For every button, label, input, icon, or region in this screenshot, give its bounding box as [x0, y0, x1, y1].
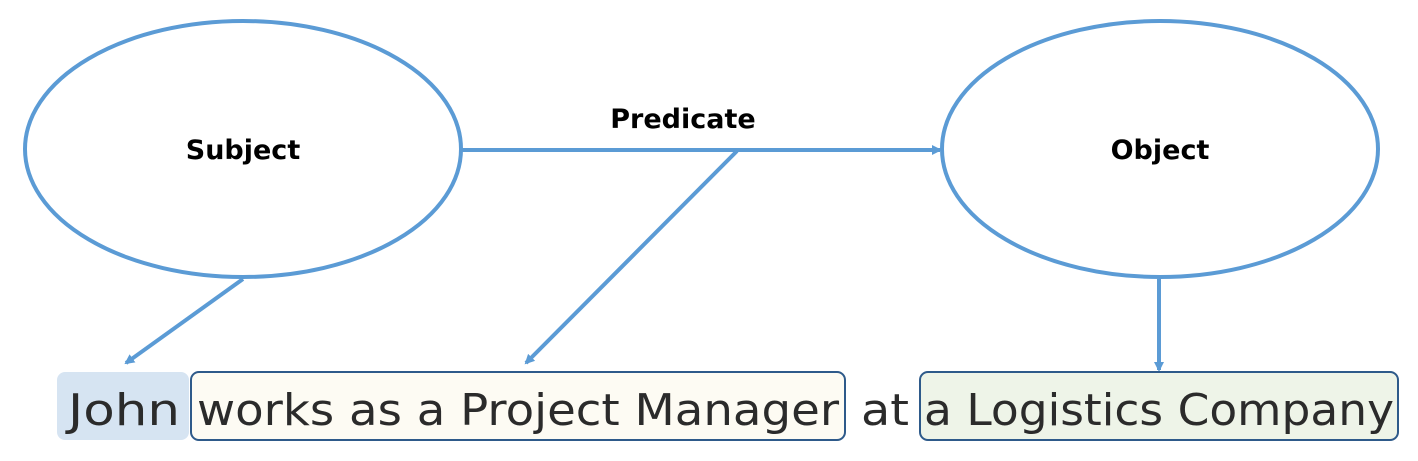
predicate-mapping-arrow: [524, 149, 739, 365]
object-label: Object: [1111, 135, 1210, 166]
predicate-highlight-box: [190, 371, 846, 441]
sentence-predicate: works as a Project Manager: [197, 385, 840, 436]
sentence-object: a Logistics Company: [924, 385, 1394, 436]
object-highlight-box: [919, 371, 1399, 441]
object-node: [940, 19, 1380, 279]
subject-label: Subject: [186, 135, 301, 166]
predicate-label: Predicate: [610, 104, 755, 135]
sentence-connector: at: [861, 385, 909, 436]
sentence-subject: John: [64, 385, 180, 436]
subject-highlight: [57, 372, 189, 440]
subject-mapping-arrow: [124, 277, 245, 365]
